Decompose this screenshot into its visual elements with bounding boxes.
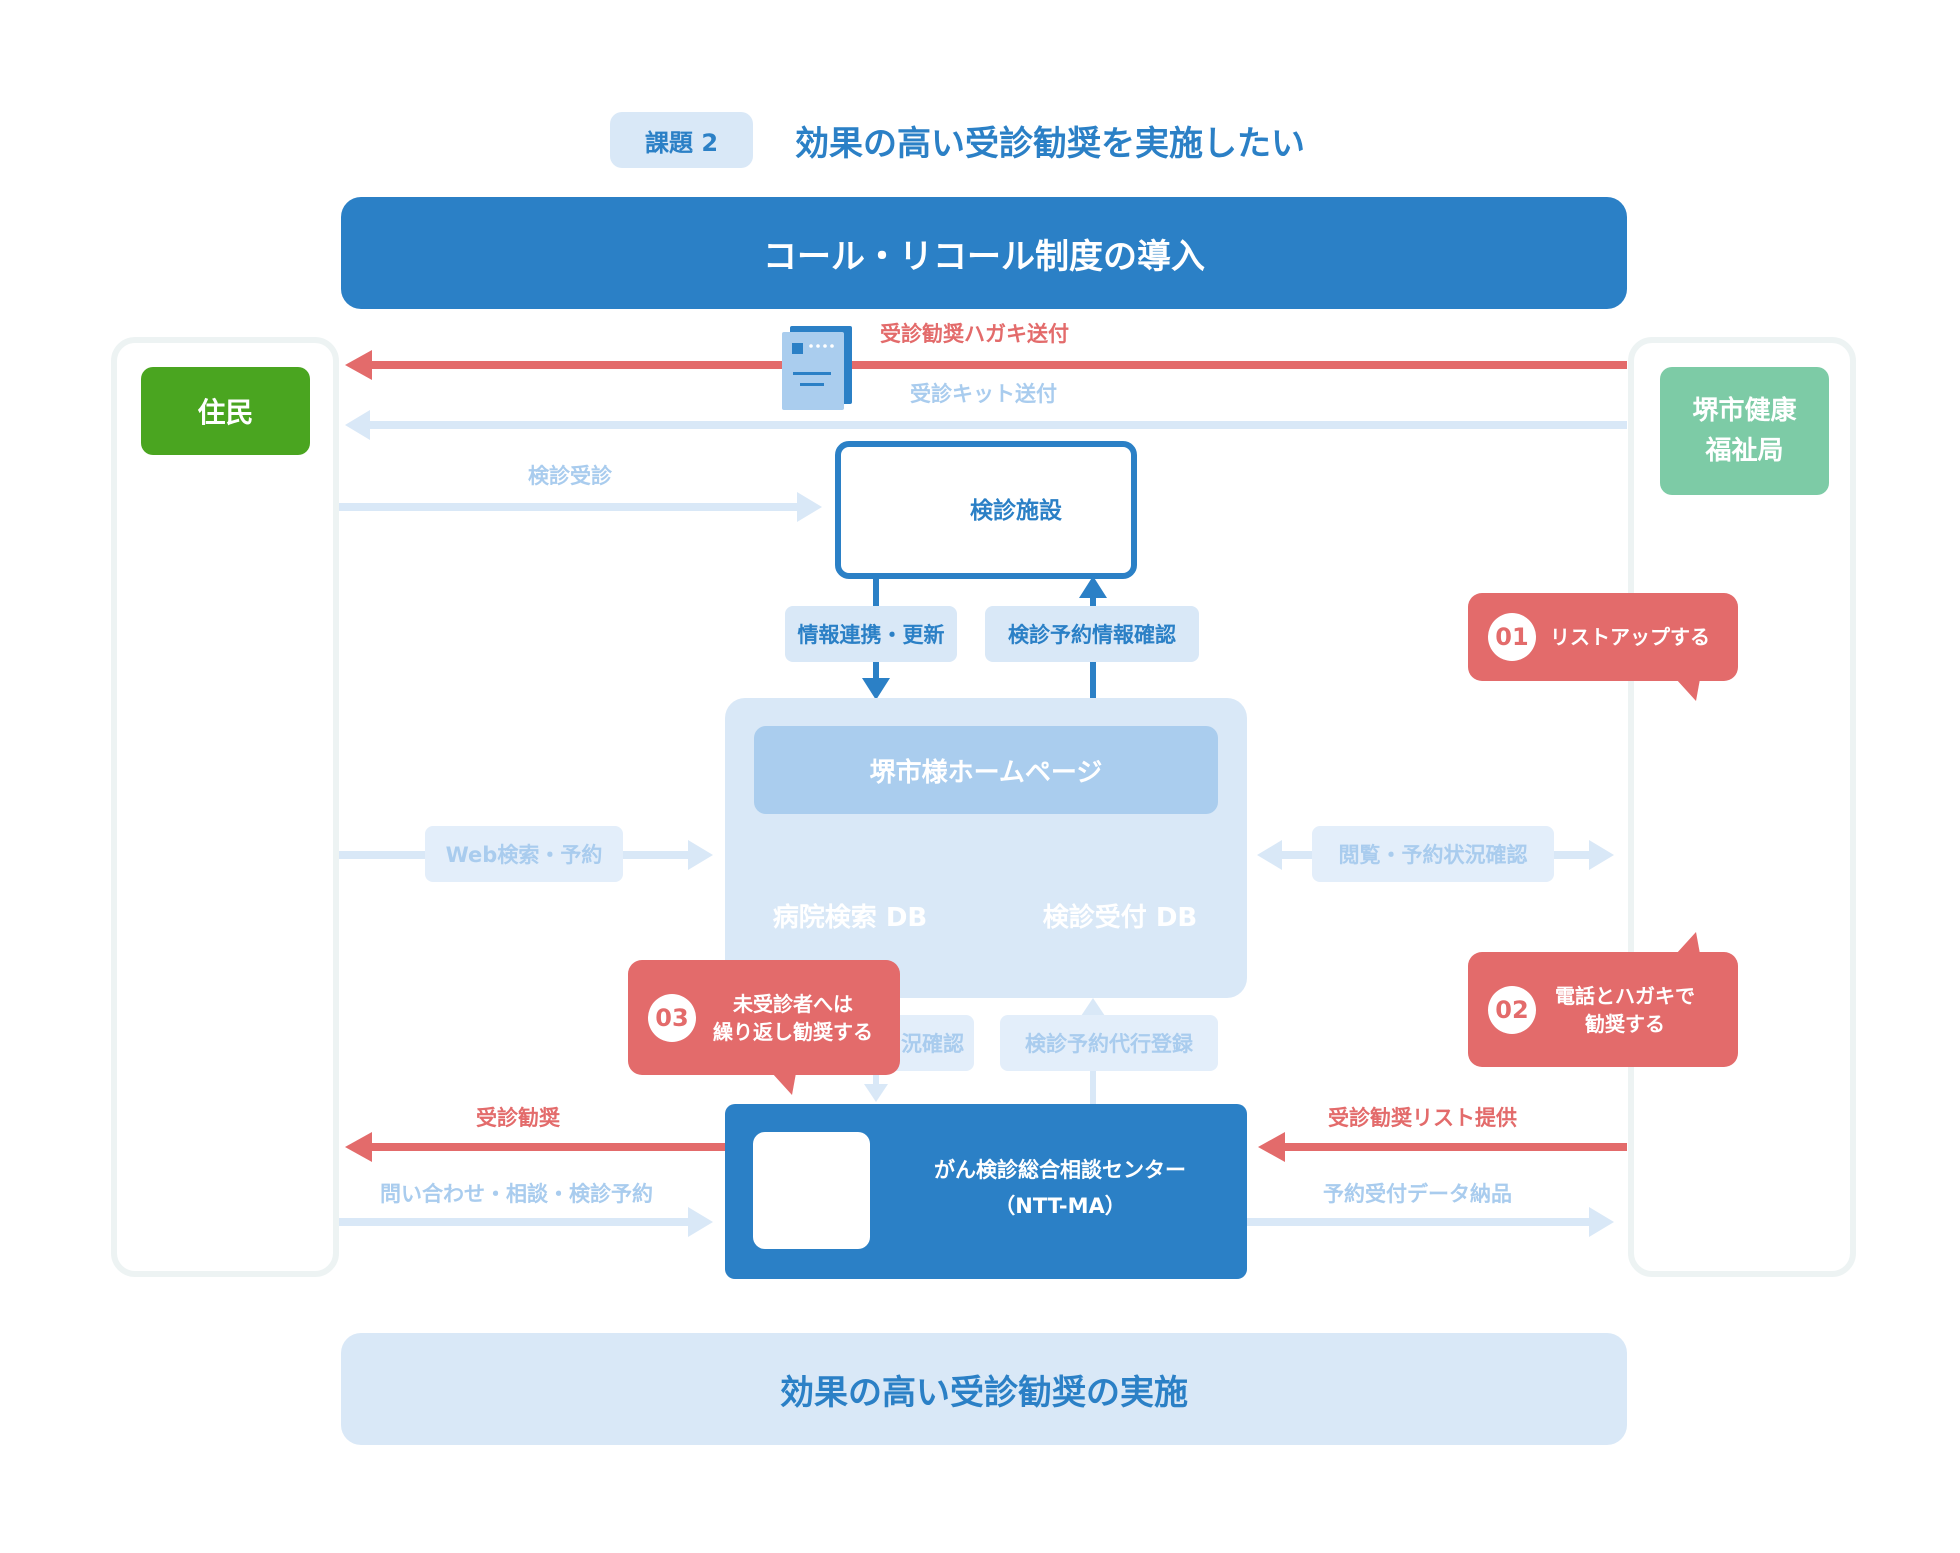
callout-01-text: リストアップする: [1550, 625, 1710, 649]
residents-label: 住民: [141, 367, 310, 455]
callout-01: 01 リストアップする: [1468, 593, 1738, 681]
label-checkup-visit: 検診受診: [528, 464, 612, 488]
label-info-link-update: 情報連携・更新: [785, 606, 957, 662]
operator-tile: [753, 1132, 870, 1249]
callout-01-tail: [1676, 679, 1700, 701]
callout-02-text-line2: 勧奨する: [1585, 1011, 1665, 1036]
label-recommend: 受診勧奨: [476, 1106, 560, 1130]
arrow-list-provide: [1258, 1132, 1627, 1162]
page-title: 効果の高い受診勧奨を実施したい: [795, 123, 1305, 164]
label-kit-send: 受診キット送付: [910, 382, 1057, 406]
callout-01-number: 01: [1488, 613, 1536, 661]
db-checkup-reception-label: 検診受付 DB: [1042, 902, 1198, 933]
homepage-title: 堺市様ホームページ: [754, 726, 1218, 814]
bureau-label-line2: 福祉局: [1705, 436, 1784, 466]
callout-03-number: 03: [648, 993, 696, 1042]
bureau-label-line1: 堺市健康: [1692, 396, 1797, 426]
arrow-postcard-send: [345, 350, 1627, 380]
top-banner: コール・リコール制度の導入: [341, 197, 1627, 309]
label-proxy-registration: 検診予約代行登録: [1000, 1015, 1218, 1071]
postcard-icon: [782, 326, 852, 410]
consultation-center-name: がん検診総合相談センター: [934, 1158, 1186, 1182]
label-reservation-info-check: 検診予約情報確認: [985, 606, 1199, 662]
issue-tag: 課題 2: [610, 112, 753, 168]
arrow-data-delivery: [1247, 1207, 1614, 1237]
callout-02-number: 02: [1488, 985, 1536, 1034]
callout-03-text-line1: 未受診者へは: [733, 991, 853, 1016]
label-browse-status-check: 閲覧・予約状況確認: [1312, 826, 1554, 882]
callout-02-tail: [1676, 932, 1700, 954]
checkup-facility-box: [835, 441, 1137, 579]
checkup-facility-label: 検診施設: [970, 498, 1062, 524]
callout-03-tail: [772, 1073, 796, 1095]
label-list-provide: 受診勧奨リスト提供: [1328, 1106, 1517, 1130]
consultation-center-label: がん検診総合相談センター （NTT-MA）: [880, 1152, 1240, 1224]
callout-03-text-line2: 繰り返し勧奨する: [713, 1019, 873, 1044]
callout-02-text: 電話とハガキで 勧奨する: [1550, 982, 1700, 1038]
callout-02-text-line1: 電話とハガキで: [1555, 983, 1695, 1008]
db-hospital-search-label: 病院検索 DB: [772, 902, 928, 933]
bottom-banner: 効果の高い受診勧奨の実施: [341, 1333, 1627, 1445]
residents-panel: [111, 337, 339, 1277]
consultation-center-org: （NTT-MA）: [994, 1194, 1126, 1218]
label-inquiry: 問い合わせ・相談・検診予約: [380, 1182, 653, 1206]
label-postcard-send: 受診勧奨ハガキ送付: [880, 322, 1069, 346]
arrow-recommend: [345, 1132, 725, 1162]
arrow-checkup-visit: [337, 492, 822, 522]
callout-03: 03 未受診者へは 繰り返し勧奨する: [628, 960, 900, 1075]
bureau-label: 堺市健康 福祉局: [1660, 367, 1829, 495]
label-data-delivery: 予約受付データ納品: [1323, 1182, 1512, 1206]
label-web-search-reserve: Web検索・予約: [425, 826, 623, 882]
callout-02: 02 電話とハガキで 勧奨する: [1468, 952, 1738, 1067]
arrow-inquiry: [337, 1207, 713, 1237]
callout-03-text: 未受診者へは 繰り返し勧奨する: [708, 990, 878, 1046]
arrow-kit-send: [345, 410, 1627, 440]
